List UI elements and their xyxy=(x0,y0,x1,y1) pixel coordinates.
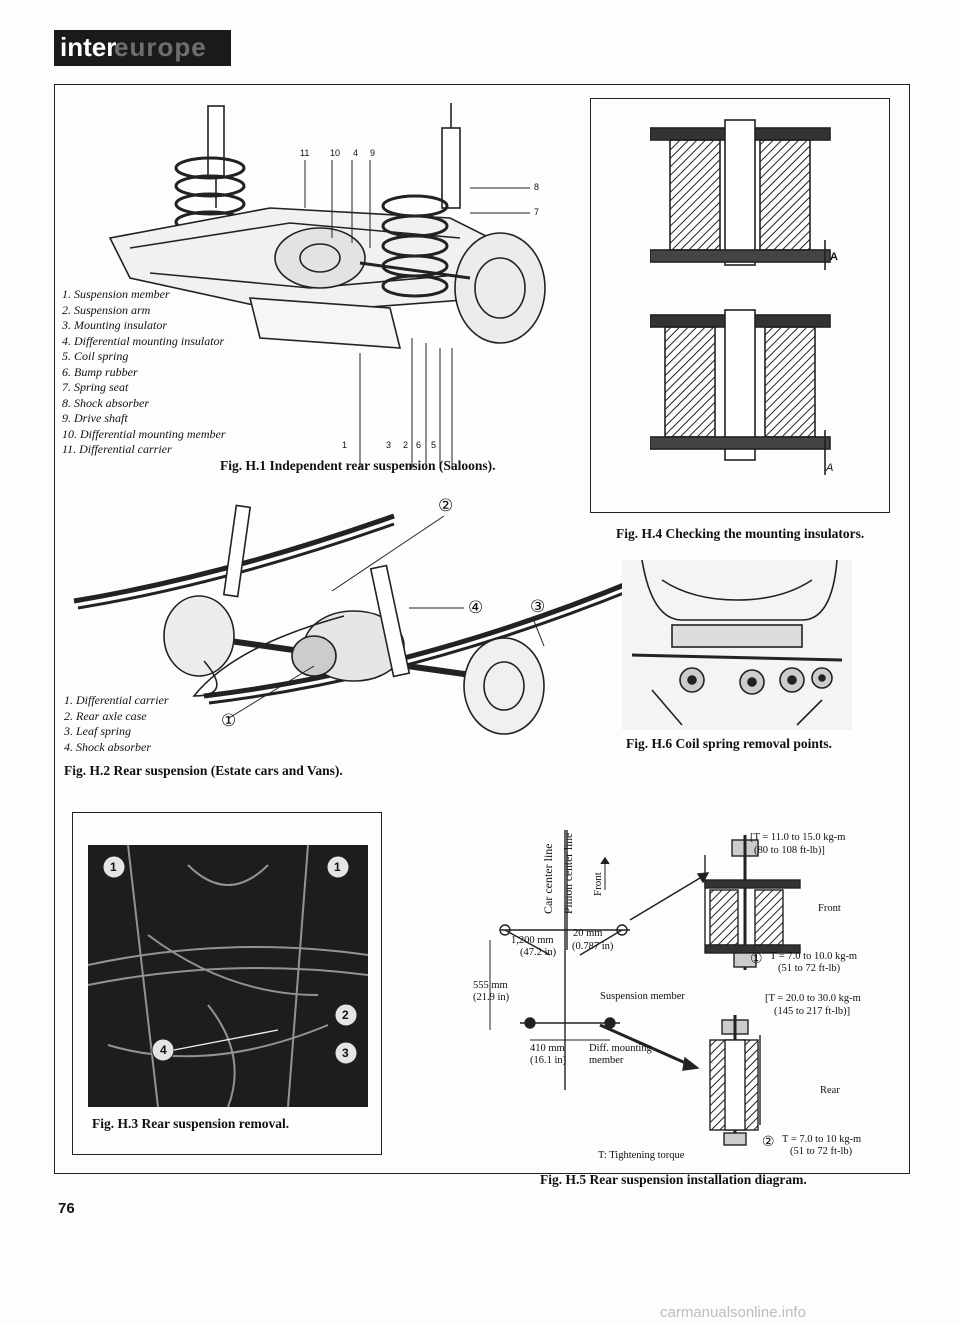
fig-h1-callout-6: 6 xyxy=(416,440,422,450)
fig-h2-callout-1: ① xyxy=(221,711,237,730)
fig-h4-label-a-lower: A xyxy=(826,462,834,474)
legend-item: 2. Suspension arm xyxy=(62,302,151,317)
watermark-text: carmanualsonline.info xyxy=(660,1304,806,1321)
fig-h4-caption: Fig. H.4 Checking the mounting insulator… xyxy=(616,526,865,541)
fig-h1-callout-7: 7 xyxy=(534,207,540,217)
brand-suffix: europe xyxy=(114,32,207,62)
legend-item: 1. Suspension member xyxy=(62,287,170,301)
fig-h5-torque-top-1: [T = 11.0 to 15.0 kg-m xyxy=(750,832,846,843)
fig-h5-dim-20: 20 mm xyxy=(573,928,603,939)
fig-h5-torque-mid-1: [T = 20.0 to 30.0 kg-m xyxy=(765,993,861,1004)
fig-h5-dim-219: (21.9 in) xyxy=(473,992,510,1003)
fig-h1-callout-10: 10 xyxy=(330,148,341,158)
fig-h1-callout-5: 5 xyxy=(431,440,437,450)
legend-item: 3. Mounting insulator xyxy=(62,318,168,332)
fig-h5-diagram xyxy=(489,830,710,1090)
fig-h5-pinion-center-line: Pinion center line xyxy=(563,832,575,914)
fig-h5-car-center-line: Car center line xyxy=(541,843,555,914)
fig-h1-legend: 1. Suspension member 2. Suspension arm 3… xyxy=(62,287,226,458)
legend-item: 5. Coil spring xyxy=(62,349,129,363)
fig-h2-callout-3: ③ xyxy=(530,597,546,616)
legend-item: 10. Differential mounting member xyxy=(62,426,226,441)
fig-h4-drawing xyxy=(650,119,831,475)
fig-h3-caption: Fig. H.3 Rear suspension removal. xyxy=(92,1116,290,1131)
fig-h6-caption: Fig. H.6 Coil spring removal points. xyxy=(626,736,833,751)
brand-logo: inter europe xyxy=(54,30,231,66)
fig-h5-torque-2b: (51 to 72 ft-lb) xyxy=(790,1146,853,1157)
legend-item: 6. Bump rubber xyxy=(62,364,138,379)
fig-h5-front-vertical: Front xyxy=(592,872,604,896)
fig-h3-callout-1a: 1 xyxy=(110,860,117,874)
fig-h5-torque-2-marker: ② xyxy=(762,1135,775,1150)
fig-h1-callout-9: 9 xyxy=(370,148,376,158)
fig-h3-callout-4: 4 xyxy=(160,1043,167,1057)
fig-h5-diff-mounting: Diff. mounting xyxy=(589,1043,652,1054)
fig-h2-callout-4: ④ xyxy=(468,598,484,617)
legend-item: 11. Differential carrier xyxy=(62,442,172,456)
fig-h2-legend: 1. Differential carrier 2. Rear axle cas… xyxy=(64,693,169,755)
legend-item: 2. Rear axle case xyxy=(64,708,147,723)
legend-item: 1. Differential carrier xyxy=(64,693,169,707)
legend-item: 8. Shock absorber xyxy=(62,395,149,410)
fig-h6-photo xyxy=(622,560,852,730)
page-frame xyxy=(54,84,910,1174)
fig-h3-box xyxy=(72,812,382,1155)
fig-h5-dim-161: (16.1 in) xyxy=(530,1055,567,1066)
fig-h5-torque-1b: (51 to 72 ft-lb) xyxy=(778,963,841,974)
brand-prefix: inter xyxy=(60,32,117,62)
fig-h1-drawing xyxy=(108,103,546,468)
fig-h1-callout-11: 11 xyxy=(300,148,310,158)
fig-h5-rear-label: Rear xyxy=(820,1085,840,1096)
legend-item: 4. Differential mounting insulator xyxy=(62,333,225,348)
fig-h5-suspension-member: Suspension member xyxy=(600,991,685,1002)
legend-item: 7. Spring seat xyxy=(62,380,129,394)
legend-item: 3. Leaf spring xyxy=(64,724,132,738)
fig-h5-member: member xyxy=(589,1055,624,1066)
fig-h5-bolt-assemblies xyxy=(704,835,801,1146)
fig-h5-torque-mid-2: (145 to 217 ft-lb)] xyxy=(774,1006,851,1017)
fig-h2-drawing xyxy=(73,504,635,735)
fig-h5-dim-0787: (0.787 in) xyxy=(572,941,614,952)
fig-h1-callout-2: 2 xyxy=(403,440,409,450)
fig-h1-callout-4: 4 xyxy=(353,148,359,158)
fig-h3-callout-2: 2 xyxy=(342,1008,349,1022)
fig-h1-callout-3: 3 xyxy=(386,440,392,450)
fig-h2-caption: Fig. H.2 Rear suspension (Estate cars an… xyxy=(64,763,343,778)
fig-h5-torque-top-2: (80 to 108 ft-lb)] xyxy=(754,845,825,856)
fig-h5-tightening-note: T: Tightening torque xyxy=(598,1150,685,1161)
fig-h5-caption: Fig. H.5 Rear suspension installation di… xyxy=(540,1172,807,1187)
fig-h4-box xyxy=(590,98,890,513)
fig-h1-callout-8: 8 xyxy=(534,182,540,192)
fig-h5-torque-1a: T = 7.0 to 10.0 kg-m xyxy=(770,951,858,962)
page-number: 76 xyxy=(58,1200,75,1217)
legend-item: 9. Drive shaft xyxy=(62,411,128,425)
fig-h3-callout-1b: 1 xyxy=(334,860,341,874)
fig-h5-dim-410: 410 mm xyxy=(530,1043,565,1054)
fig-h5-torque-1-marker: ① xyxy=(750,952,763,967)
fig-h5-torque-2a: T = 7.0 to 10 kg-m xyxy=(782,1134,862,1145)
fig-h2-callout-2: ② xyxy=(438,496,454,515)
fig-h3-photo xyxy=(88,845,368,1107)
fig-h4-label-a: A xyxy=(830,251,838,263)
fig-h3-callout-3: 3 xyxy=(342,1046,349,1060)
fig-h5-dim-1200: 1,200 mm xyxy=(511,935,554,946)
fig-h5-front-label: Front xyxy=(818,903,841,914)
fig-h1-callout-1: 1 xyxy=(342,440,348,450)
fig-h1-caption: Fig. H.1 Independent rear suspension (Sa… xyxy=(220,458,496,473)
legend-item: 4. Shock absorber xyxy=(64,739,151,754)
fig-h5-dim-472: (47.2 in) xyxy=(520,947,557,958)
fig-h5-dim-555: 555 mm xyxy=(473,980,508,991)
